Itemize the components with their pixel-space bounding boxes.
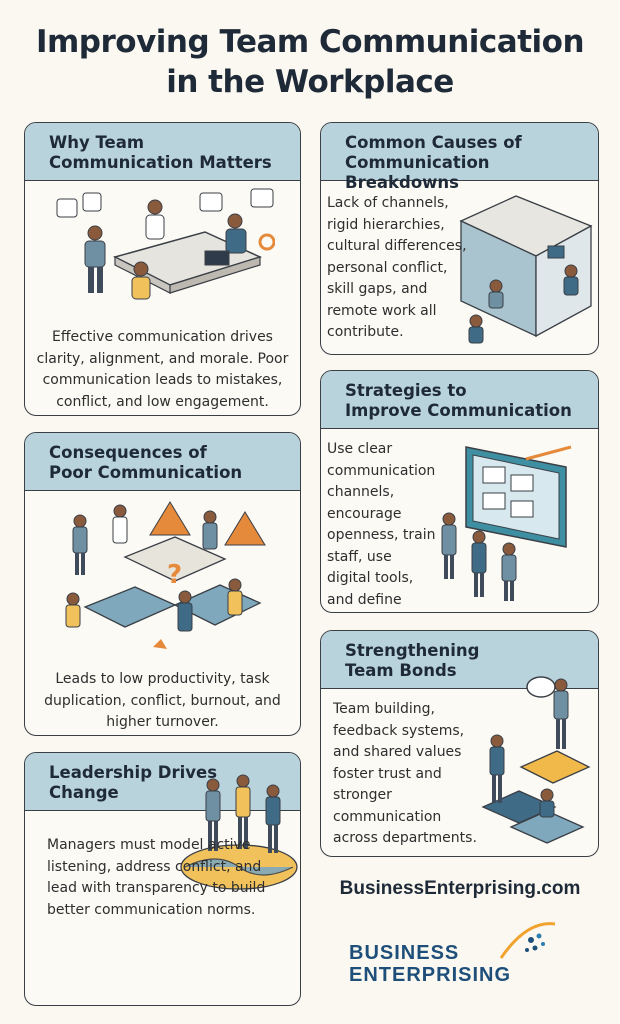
- puzzle-conflict-illustration: ?: [65, 501, 266, 649]
- card-heading-line-1: Leadership Drives: [49, 763, 218, 782]
- card-heading: Consequences of Poor Communication: [25, 433, 300, 491]
- card-heading-line-2: Improve Communication: [345, 401, 572, 420]
- digital-tools-illustration: [441, 445, 572, 601]
- business-enterprising-logo: BUSINESS ENTERPRISING: [345, 918, 575, 988]
- card-body: Effective communication drives clarity, …: [36, 329, 289, 410]
- leaders-illustration: [180, 774, 298, 890]
- page-title-line-2: in the Workplace: [166, 64, 454, 100]
- card-why-communication-matters: Why Team Communication Matters Effective…: [24, 122, 301, 416]
- logo-line-2: ENTERPRISING: [349, 964, 512, 986]
- logo-emblem-icon: [499, 922, 556, 959]
- card-heading-line-1: Strategies to: [345, 381, 467, 400]
- card-body: Use clear communication channels, encour…: [327, 441, 436, 608]
- card-heading: Leadership Drives Change: [25, 753, 300, 811]
- card-heading-line-1: Common Causes of: [345, 133, 522, 152]
- card-heading-line-2: Team Bonds: [345, 661, 457, 680]
- card-heading-line-2: Communication Breakdowns: [345, 153, 490, 192]
- card-heading-line-1: Why Team: [49, 133, 145, 152]
- card-body: Team building, feedback systems, and sha…: [333, 701, 477, 846]
- card-heading: Why Team Communication Matters: [25, 123, 300, 181]
- card-heading-line-1: Strengthening: [345, 641, 480, 660]
- card-heading-line-2: Poor Communication: [49, 463, 243, 482]
- card-heading: Common Causes of Communication Breakdown…: [321, 123, 598, 192]
- card-consequences: Consequences of Poor Communication ? Lea…: [24, 432, 301, 736]
- office-cubicles-illustration: [459, 195, 593, 344]
- team-building-illustration: [481, 676, 591, 844]
- page-title-line-1: Improving Team Communication: [35, 24, 585, 60]
- card-body: Managers must model active listening, ad…: [47, 837, 266, 918]
- card-strategies: Strategies to Improve Communication Use …: [320, 370, 599, 613]
- card-leadership: Leadership Drives Change Managers must m…: [24, 752, 301, 1006]
- card-heading-line-2: Change: [49, 783, 119, 802]
- svg-text:?: ?: [167, 560, 182, 590]
- team-meeting-illustration: [56, 188, 275, 300]
- logo-line-1: BUSINESS: [349, 942, 460, 964]
- card-heading-line-1: Consequences of: [49, 443, 207, 462]
- card-common-causes: Common Causes of Communication Breakdown…: [320, 122, 599, 355]
- card-heading: Strengthening Team Bonds: [321, 631, 598, 689]
- page-title: Improving Team Communication in the Work…: [0, 22, 620, 102]
- website-url: BusinessEnterprising.com: [339, 878, 581, 899]
- card-heading: Strategies to Improve Communication: [321, 371, 598, 429]
- card-heading-line-2: Communication Matters: [49, 153, 272, 172]
- card-body: Leads to low productivity, task duplicat…: [44, 671, 281, 730]
- card-body: Lack of channels, rigid hierarchies, cul…: [327, 195, 467, 340]
- card-team-bonds: Strengthening Team Bonds Team building, …: [320, 630, 599, 857]
